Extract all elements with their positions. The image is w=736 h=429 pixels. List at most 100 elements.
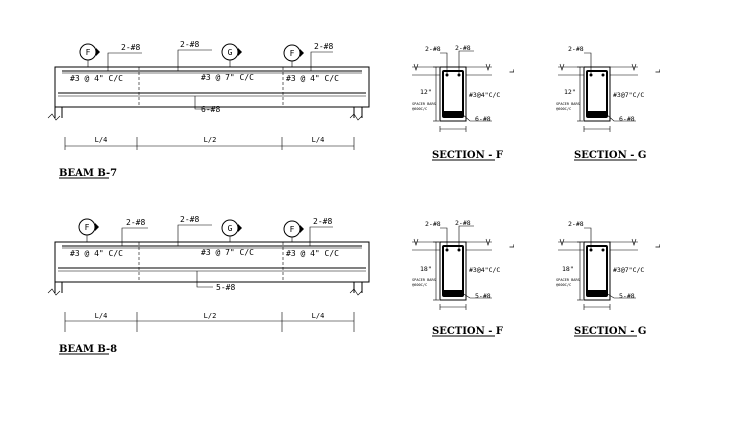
rebar-dot (601, 73, 605, 77)
leader-line (461, 292, 492, 299)
stirrup-label-mid: #3 @ 7" C/C (201, 248, 254, 257)
leader-line (121, 227, 148, 246)
break-mark (485, 238, 491, 246)
stirrup-label-left: #3 @ 4" C/C (70, 74, 123, 83)
bottom-bars-fill (444, 290, 462, 295)
stirrup-outline (442, 245, 464, 297)
leader-line (458, 225, 474, 250)
break-mark (349, 288, 363, 296)
stirrup-outline (442, 70, 464, 118)
leader-line (458, 50, 474, 75)
section-g-b7: 2-#8 12" #3@7"C/C SPACER BARS @600C/C 6-… (556, 45, 662, 161)
section-f-b7: 2-#8 2-#8 12" #3@4"C/C SPACER BARS @600C… (412, 44, 516, 161)
section-stirrup-label: #3@4"C/C (469, 266, 500, 274)
section-marker-mid: G (221, 43, 242, 67)
stirrup-label-mid: #3 @ 7" C/C (201, 73, 254, 82)
leader-line (584, 52, 592, 75)
span-label-right: L/4 (312, 136, 325, 144)
top-bar-label-mid: 2-#8 (180, 215, 199, 224)
section-top-left-label: 2-#8 (425, 220, 441, 228)
beam-title: BEAM B-7 (59, 168, 117, 179)
break-mark (47, 113, 61, 121)
spacer-label: SPACER BARS (556, 278, 580, 282)
section-g-b8: 2-#8 18" #3@7"C/C SPACER BARS @600C/C 5-… (556, 220, 662, 337)
section-marker-right: F (283, 220, 304, 242)
break-mark (485, 63, 491, 71)
section-top-right-label: 2-#8 (455, 44, 471, 52)
top-bar-label-right: 2-#8 (313, 217, 332, 226)
section-top-right-label: 2-#8 (455, 219, 471, 227)
stirrup-label-right: #3 @ 4" C/C (286, 249, 339, 258)
spacer-label: @600C/C (412, 107, 427, 111)
leader-line (605, 292, 636, 299)
leader-line (177, 49, 212, 71)
leader-line (196, 271, 213, 288)
break-mark (413, 63, 419, 71)
section-marker-mid: G (221, 219, 242, 242)
section-top-left-label: 2-#8 (568, 45, 584, 53)
span-label-mid: L/2 (204, 136, 217, 144)
leader-line (194, 96, 213, 110)
section-bottom-label: 6-#8 (619, 115, 635, 123)
slab-mark: L (654, 244, 662, 248)
spacer-label: @600C/C (412, 283, 427, 287)
section-marker-left: F (78, 218, 99, 242)
slab-mark: L (654, 69, 662, 73)
stirrup-label-right: #3 @ 4" C/C (286, 74, 339, 83)
beam-outline (54, 241, 370, 283)
leader-line (605, 113, 636, 122)
rebar-dot (601, 248, 605, 252)
span-label-left: L/4 (95, 136, 108, 144)
section-outline (583, 241, 611, 301)
bottom-bars-fill (588, 290, 606, 295)
span-label-left: L/4 (95, 312, 108, 320)
section-depth-label: 18" (420, 265, 432, 273)
spacer-label: SPACER BARS (412, 102, 436, 106)
break-mark (47, 288, 61, 296)
section-bottom-label: 6-#8 (475, 115, 491, 123)
section-title: SECTION - G (574, 326, 646, 337)
section-top-left-label: 2-#8 (568, 220, 584, 228)
marker-label: G (228, 48, 233, 57)
section-title: SECTION - F (432, 326, 503, 337)
section-bottom-label: 5-#8 (475, 292, 491, 300)
marker-label: G (228, 224, 233, 233)
stirrup-outline (586, 245, 608, 297)
section-outline (439, 241, 467, 301)
spacer-label: @600C/C (556, 107, 571, 111)
stirrup-outline (586, 70, 608, 118)
spacer-label: @600C/C (556, 283, 571, 287)
section-outline (583, 66, 611, 122)
span-label-mid: L/2 (204, 312, 217, 320)
stirrup-label-left: #3 @ 4" C/C (70, 249, 123, 258)
top-bar-label-left: 2-#8 (121, 43, 140, 52)
leader-line (440, 52, 448, 75)
section-stirrup-label: #3@7"C/C (613, 266, 644, 274)
leader-line (107, 52, 142, 71)
break-mark (559, 238, 565, 246)
section-title: SECTION - F (432, 150, 503, 161)
slab-mark: L (508, 244, 516, 248)
section-depth-label: 18" (562, 265, 574, 273)
bottom-bar-label: 5-#8 (216, 283, 235, 292)
bottom-bars-fill (444, 111, 462, 116)
section-depth-label: 12" (564, 88, 576, 96)
beam-outline (54, 66, 370, 108)
marker-label: F (290, 225, 295, 234)
section-depth-label: 12" (420, 88, 432, 96)
spacer-label: SPACER BARS (556, 102, 580, 106)
section-title: SECTION - G (574, 150, 646, 161)
leader-line (584, 227, 592, 250)
section-marker-left: F (79, 43, 100, 67)
span-label-right: L/4 (312, 312, 325, 320)
marker-label: F (85, 223, 90, 232)
spacer-label: SPACER BARS (412, 278, 436, 282)
top-bar-label-mid: 2-#8 (180, 40, 199, 49)
bottom-bar-label: 6-#8 (201, 105, 220, 114)
beam-title: BEAM B-8 (59, 344, 117, 355)
leader-line (177, 224, 212, 246)
section-bottom-label: 5-#8 (619, 292, 635, 300)
beam-b7: F G F 2-#8 2-#8 2-#8 #3 @ 4" C/C #3 @ 7"… (47, 40, 370, 179)
marker-label: F (86, 48, 91, 57)
marker-label: F (290, 49, 295, 58)
